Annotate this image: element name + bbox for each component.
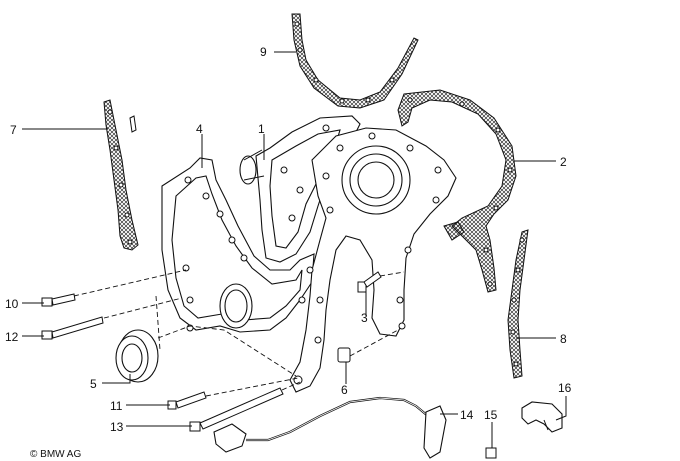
gasket-9 bbox=[291, 13, 419, 109]
bolt-15 bbox=[485, 447, 497, 459]
gasket-7 bbox=[103, 99, 139, 251]
callout-9: 9 bbox=[260, 45, 267, 59]
bolt-11 bbox=[167, 391, 207, 410]
callout-14: 14 bbox=[460, 408, 474, 422]
callout-7: 7 bbox=[10, 123, 17, 137]
shaft-seal-5 bbox=[115, 329, 159, 383]
callout-3: 3 bbox=[361, 311, 368, 325]
callout-13: 13 bbox=[110, 420, 124, 434]
callout-2: 2 bbox=[560, 155, 567, 169]
callout-10: 10 bbox=[5, 297, 19, 311]
clip-16 bbox=[521, 401, 563, 433]
callout-1: 1 bbox=[258, 122, 265, 136]
assembly-lines bbox=[73, 269, 405, 397]
callout-15: 15 bbox=[484, 408, 498, 422]
sensor-14 bbox=[213, 396, 447, 459]
cover-4 bbox=[161, 157, 315, 333]
callout-4: 4 bbox=[196, 122, 203, 136]
bolt-3 bbox=[357, 271, 382, 293]
seal-ring bbox=[219, 283, 253, 329]
callout-8: 8 bbox=[560, 332, 567, 346]
gasket-2 bbox=[397, 89, 517, 293]
leader-lines bbox=[22, 51, 567, 448]
dowel-6 bbox=[337, 347, 351, 363]
callout-labels: 9 7 4 1 2 10 12 3 8 5 6 16 11 14 15 13 bbox=[5, 45, 572, 434]
callout-6: 6 bbox=[341, 383, 348, 397]
gasket-8 bbox=[507, 229, 529, 379]
bolt-12 bbox=[41, 316, 104, 340]
callout-16: 16 bbox=[558, 381, 572, 395]
callout-12: 12 bbox=[5, 330, 19, 344]
copyright-text: © BMW AG bbox=[30, 449, 81, 460]
callout-5: 5 bbox=[90, 377, 97, 391]
callout-11: 11 bbox=[110, 399, 123, 413]
front-cover bbox=[289, 127, 457, 393]
bolt-10 bbox=[41, 293, 76, 307]
